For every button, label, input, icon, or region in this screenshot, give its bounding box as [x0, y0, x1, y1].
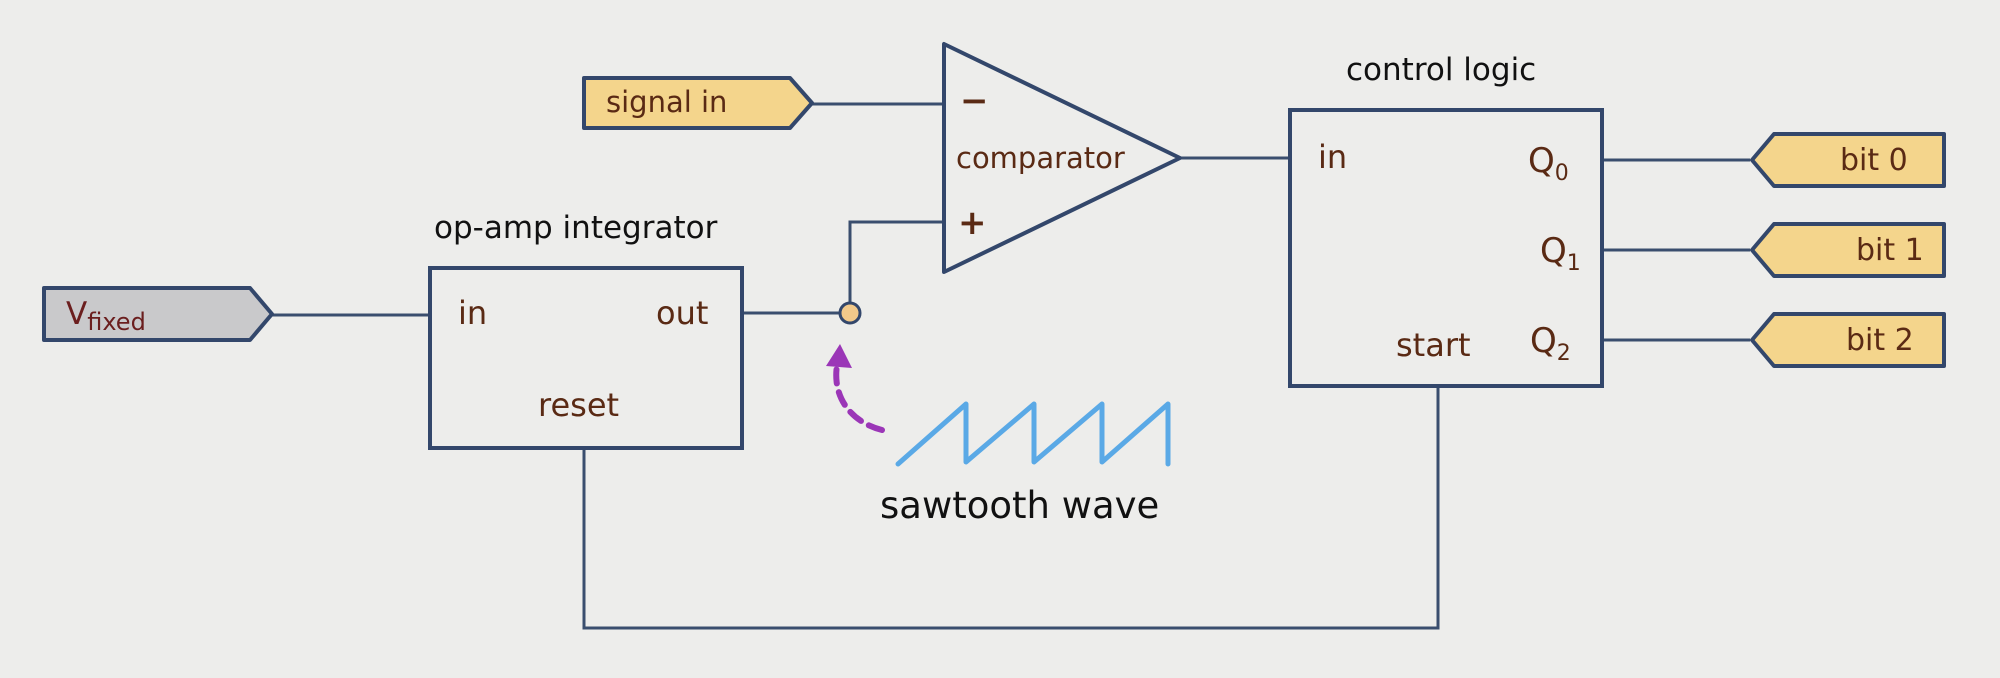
q1-main: Q: [1540, 231, 1567, 271]
port-vfixed-shape: [42, 286, 274, 342]
port-signal-in: signal in: [582, 76, 814, 130]
port-vfixed: Vfixed: [42, 286, 274, 342]
control-in-label: in: [1318, 138, 1347, 176]
integrator-out-label: out: [656, 294, 708, 332]
comparator-block: comparator − +: [942, 42, 1182, 274]
port-bit2-shape: [1750, 312, 1946, 368]
wire-start-to-reset-feedback: [582, 386, 1440, 630]
control-q2-label: Q2: [1530, 321, 1571, 366]
dashed-pointer-arrow: [833, 357, 885, 433]
control-logic-block: control logic in Q0 Q1 Q2 start: [1288, 52, 1604, 388]
port-signal-in-label: signal in: [606, 85, 727, 119]
q0-sub: 0: [1555, 161, 1569, 186]
q0-main: Q: [1528, 141, 1555, 181]
wire-node-to-plus: [848, 220, 944, 313]
port-bit1-shape: [1750, 222, 1946, 278]
comparator-triangle: [942, 42, 1182, 274]
port-vfixed-label: Vfixed: [66, 296, 146, 336]
control-logic-box: [1288, 108, 1604, 388]
integrator-output-node: [838, 301, 862, 325]
port-bit0-label: bit 0: [1840, 143, 1908, 178]
control-start-label: start: [1396, 326, 1471, 364]
wires: [270, 102, 1750, 630]
port-bit0: bit 0: [1750, 132, 1946, 188]
vfixed-sub: fixed: [87, 308, 146, 336]
integrator-box: [428, 266, 744, 450]
control-q1-label: Q1: [1540, 231, 1581, 276]
integrator-reset-label: reset: [538, 386, 619, 424]
port-bit2-label: bit 2: [1846, 323, 1914, 358]
integrator-in-label: in: [458, 294, 487, 332]
sawtooth-caption: sawtooth wave: [880, 484, 1159, 527]
sawtooth-wave-icon: [895, 401, 1171, 467]
integrator-title: op-amp integrator: [434, 210, 718, 246]
control-q0-label: Q0: [1528, 141, 1569, 186]
comparator-label: comparator: [956, 141, 1125, 175]
integrator-block: op-amp integrator in out reset: [428, 210, 744, 450]
q2-sub: 2: [1557, 341, 1571, 366]
q1-sub: 1: [1567, 251, 1581, 276]
port-bit0-shape: [1750, 132, 1946, 188]
sawtooth-annotation: sawtooth wave: [826, 344, 1171, 527]
comparator-plus-label: +: [958, 203, 987, 243]
comparator-minus-label: −: [960, 81, 989, 121]
port-bit2: bit 2: [1750, 312, 1946, 368]
control-logic-title: control logic: [1346, 52, 1536, 88]
port-bit1-label: bit 1: [1856, 233, 1924, 268]
q2-main: Q: [1530, 321, 1557, 361]
vfixed-main: V: [66, 296, 87, 332]
port-bit1: bit 1: [1750, 222, 1946, 278]
port-signal-in-shape: [582, 76, 814, 130]
pointer-arrowhead-icon: [826, 344, 852, 368]
